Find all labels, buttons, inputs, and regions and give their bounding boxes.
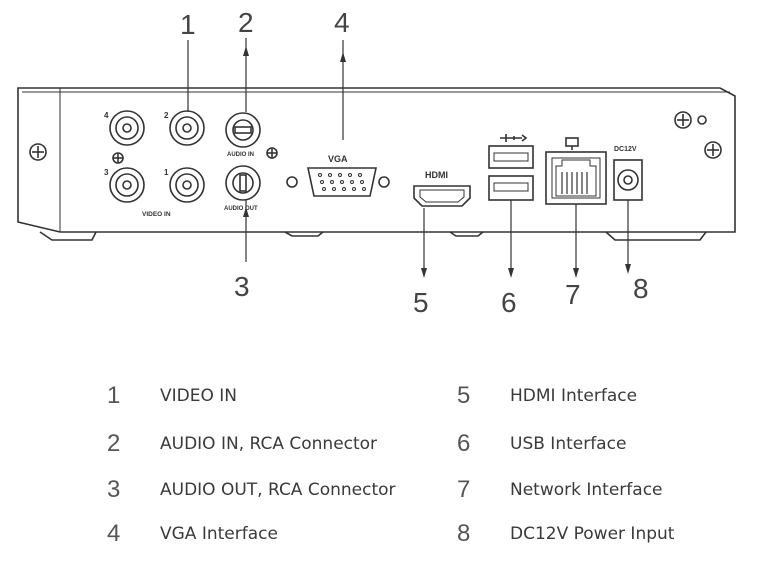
callout-number-5: 5 [413,287,429,318]
legend-label: VGA Interface [160,524,278,544]
bnc-connector-2 [169,110,205,146]
channel-label-1: 1 [164,168,169,177]
legend-label: VIDEO IN [160,386,237,406]
rca-audio-out-connector [225,165,261,201]
legend-number: 3 [107,476,121,503]
vga-screw-right [378,176,390,188]
bnc-connector-1 [169,167,205,203]
channel-label-3: 3 [104,168,109,177]
legend-number: 5 [457,382,471,409]
device-chassis [17,87,736,233]
legend-label: DC12V Power Input [510,524,675,544]
rca-audio-in-connector [225,112,261,148]
screw-icon-left [29,143,47,161]
callout-number-4: 4 [334,7,350,38]
callout-lines [187,38,629,274]
vga-pins [318,173,366,191]
usb-symbol-icon [500,134,528,142]
vga-port [307,167,377,197]
callout-number-6: 6 [501,287,517,318]
channel-label-4: 4 [104,111,109,120]
bnc-connector-3 [109,167,145,203]
callout-number-7: 7 [565,279,581,310]
hdmi-port [413,185,471,207]
audio-in-panel-label: AUDIO IN [227,152,254,158]
legend: 1 VIDEO IN 2 AUDIO IN, RCA Connector 3 A… [0,370,778,560]
screw-icon-right [704,141,722,159]
legend-label: USB Interface [510,434,627,454]
legend-number: 8 [457,520,471,547]
ground-screw-icon [674,111,707,129]
legend-number: 1 [107,382,121,409]
usb-port-top [488,145,534,169]
callout-number-3: 3 [234,271,250,302]
usb-port-bottom [488,175,534,201]
device-foot-mid [284,231,324,237]
channel-label-2: 2 [164,111,169,120]
legend-number: 4 [107,520,121,547]
audio-out-panel-label: AUDIO OUT [224,206,258,212]
callout-number-2: 2 [238,7,254,38]
vga-panel-label: VGA [328,154,348,164]
legend-number: 6 [457,430,471,457]
ground-symbol-icon-audio [266,147,278,159]
legend-label: AUDIO OUT, RCA Connector [160,480,396,500]
device-foot-right [605,231,707,241]
dc-panel-label: DC12V [614,146,637,153]
legend-number: 2 [107,430,121,457]
hdmi-panel-label: HDMI [425,170,448,180]
callout-number-1: 1 [180,9,196,40]
device-foot-mid2 [449,231,484,237]
legend-label: Network Interface [510,480,663,500]
legend-number: 7 [457,476,471,503]
device-foot-left [39,231,97,241]
video-in-panel-label: VIDEO IN [142,211,171,218]
legend-label: HDMI Interface [510,386,638,406]
legend-label: AUDIO IN, RCA Connector [160,434,378,454]
network-symbol-icon [565,137,579,150]
callout-arrowheads [243,46,631,278]
ground-symbol-icon [112,152,124,164]
network-pins [561,172,588,194]
vga-screw-left [286,176,298,188]
rear-panel-diagram: 4 2 3 1 VIDEO IN AUDIO IN AUDIO OUT VGA … [17,7,736,318]
callout-number-8: 8 [633,273,649,304]
bnc-connector-4 [109,110,145,146]
